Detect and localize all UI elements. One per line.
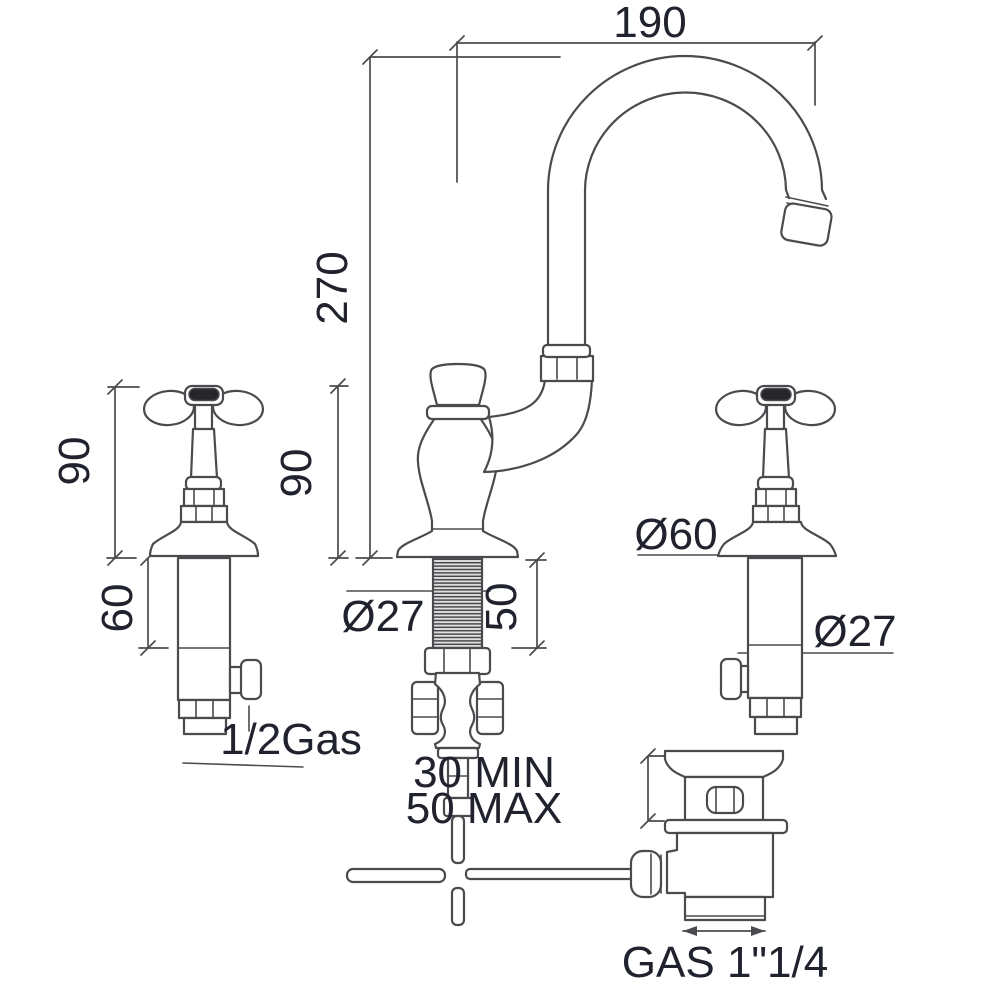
spout-fixing-nut [423, 646, 492, 676]
label-deck-max: 50 MAX [406, 784, 563, 833]
waste-plug-lines [715, 786, 735, 814]
spout-outlet-nozzle [780, 202, 833, 247]
waste-plug [705, 785, 745, 815]
left-valve-outlet-cap [239, 658, 263, 701]
right-valve-thread-end [753, 715, 799, 736]
left-valve-bonnet [182, 487, 226, 508]
spout-elbow [482, 378, 594, 474]
right-valve-stem [761, 427, 791, 480]
left-valve-escutcheon [148, 520, 260, 558]
dim-190-ticks [449, 35, 823, 51]
waste-tailpiece [683, 895, 767, 922]
right-valve-escutcheon [716, 520, 838, 558]
right-valve-body [746, 556, 804, 700]
label-90-left: 90 [50, 437, 99, 486]
spout-top-knob [429, 362, 487, 407]
tee-coupling-left [410, 680, 440, 736]
tee-coupling-right [475, 680, 505, 736]
spout-fixing-nut-facets [443, 648, 471, 674]
spout-nut [539, 354, 595, 383]
label-270: 270 [308, 251, 357, 324]
waste-lower-body [665, 831, 775, 899]
left-valve-hex [179, 504, 229, 524]
right-valve-handle-cap-insert [760, 387, 792, 402]
dimension-labels: 190 270 90 90 60 50 Ø27 1/2Gas Ø60 Ø27 3… [50, 0, 897, 987]
dim-60-ticks [138, 550, 169, 656]
right-valve-bonnet-facets [765, 489, 787, 506]
spout-nut-flange [541, 343, 592, 359]
right-valve-hex [751, 504, 801, 524]
waste-trumpet [663, 749, 785, 779]
dim-gas-arrow-left [683, 926, 697, 936]
left-valve-thread-end [182, 716, 228, 736]
popup-lever-left [345, 867, 447, 884]
spout-nut-facets [556, 356, 578, 380]
label-190: 190 [613, 0, 686, 47]
dim-90l-ticks [106, 379, 140, 566]
right-valve-hex-nut-facets [766, 697, 785, 718]
label-60: 60 [93, 584, 142, 633]
left-valve [142, 384, 265, 736]
dim-270-ticks [355, 49, 393, 566]
left-valve-bonnet-facets [193, 489, 215, 506]
label-half-gas: 1/2Gas [220, 715, 362, 764]
right-valve [714, 384, 838, 736]
label-gas-waste: GAS 1"1/4 [622, 938, 828, 987]
center-spout-assembly [345, 54, 833, 927]
left-valve-stem [189, 427, 219, 480]
popup-lever-right [464, 867, 638, 881]
right-valve-handle-post [765, 401, 786, 432]
spout-threaded-shank [431, 556, 484, 650]
tee-coupling-left-facets [412, 698, 439, 718]
label-dia27-center: Ø27 [341, 592, 424, 641]
spout-arc-outer [546, 54, 828, 349]
waste-flange-plate [663, 818, 789, 835]
dim-gas-arrow-right [751, 926, 765, 936]
left-valve-handle-cap-insert [188, 387, 220, 402]
dim-90r-ticks [328, 378, 349, 566]
drain-waste-assembly [629, 749, 789, 922]
label-90-right: 90 [272, 449, 321, 498]
tee-body [433, 671, 482, 750]
right-valve-bonnet [754, 487, 798, 508]
spout-top-collar [425, 404, 491, 421]
left-valve-handle-post [193, 401, 214, 432]
right-valve-outlet-cap [719, 657, 743, 701]
leader-half-gas [182, 705, 304, 768]
label-deck-min: 30 MIN [413, 748, 555, 797]
left-valve-hex-facets [195, 505, 213, 523]
tee-coupling-right-facets [477, 698, 504, 718]
left-valve-hex-nut-facets [195, 699, 214, 719]
right-valve-hex-nut [748, 696, 803, 719]
spout-arc-inner [583, 91, 791, 349]
left-valve-body [176, 556, 232, 702]
label-50: 50 [477, 583, 526, 632]
popup-rod-lower [450, 814, 466, 865]
right-valve-hex-facets [767, 505, 785, 523]
waste-ball-joint-lines [650, 853, 662, 895]
dim-50-ticks [511, 552, 547, 656]
waste-ball-joint [629, 849, 663, 899]
label-dia60: Ø60 [634, 510, 717, 559]
dim-deck-bracket [640, 748, 665, 829]
popup-pin [450, 886, 466, 927]
label-dia27-right: Ø27 [813, 607, 896, 656]
